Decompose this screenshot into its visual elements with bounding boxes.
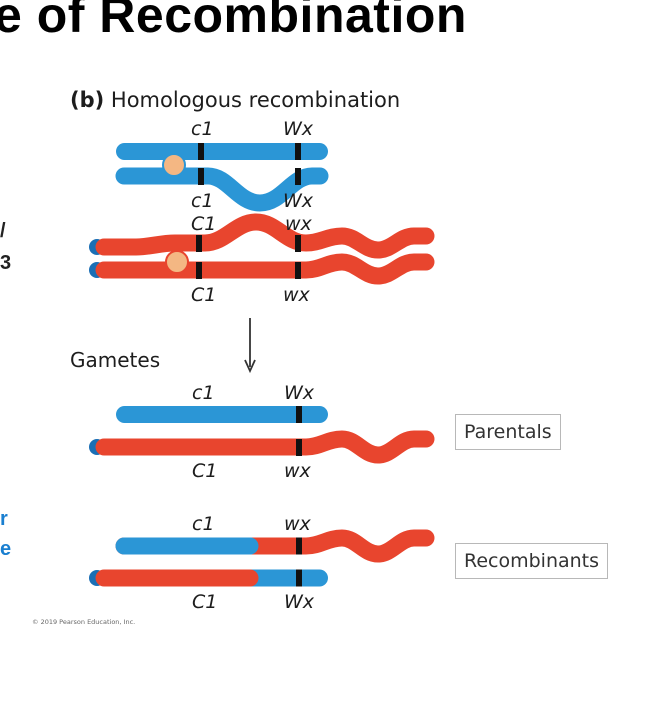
label-wx-recombinant: wx — [284, 513, 311, 535]
side-text-2: 3 — [0, 252, 12, 274]
recombinants-box: Recombinants — [455, 543, 609, 579]
red-chromosome-upper — [89, 213, 435, 259]
label-c1-parental: c1 — [192, 382, 215, 404]
label-wx-top-lower: wx — [283, 284, 310, 306]
centromere-blue — [162, 153, 186, 177]
centromere-red — [165, 250, 189, 274]
panel-letter: (b) — [70, 88, 105, 112]
label-C1-top-upper: C1 — [191, 213, 217, 235]
panel-heading-text: Homologous recombination — [110, 88, 401, 112]
parentals-box: Parentals — [455, 414, 561, 450]
side-text-blue-1: r — [0, 508, 8, 530]
label-Wx-parental: Wx — [284, 382, 315, 404]
parental-blue-chromosome — [116, 406, 328, 423]
slide-title: e of Recombination — [0, 0, 467, 43]
blue-chromosome-upper — [116, 143, 328, 160]
recombinant-blue-red-chromosome — [115, 529, 435, 563]
panel-heading: (b) Homologous recombination — [70, 88, 400, 112]
red-chromosome-lower — [89, 253, 435, 285]
parental-red-chromosome — [89, 430, 435, 464]
down-arrow-icon — [244, 318, 256, 374]
side-text-1: / — [0, 220, 6, 242]
label-c1-top-upper: c1 — [191, 118, 214, 140]
label-C1-top-lower: C1 — [191, 284, 217, 306]
label-Wx-top-lower: Wx — [283, 190, 314, 212]
label-wx-parental: wx — [284, 460, 311, 482]
label-Wx-top-upper: Wx — [283, 118, 314, 140]
side-text-blue-2: e — [0, 538, 12, 560]
gametes-label: Gametes — [70, 348, 161, 372]
label-Wx-recombinant: Wx — [284, 591, 315, 613]
label-wx-top-upper: wx — [285, 213, 312, 235]
label-c1-top-lower: c1 — [191, 190, 214, 212]
label-c1-recombinant: c1 — [192, 513, 215, 535]
recombinant-red-blue-chromosome — [89, 569, 328, 587]
label-C1-parental: C1 — [192, 460, 218, 482]
copyright-notice: © 2019 Pearson Education, Inc. — [32, 618, 136, 626]
blue-chromosome-lower — [115, 167, 329, 212]
label-C1-recombinant: C1 — [192, 591, 218, 613]
